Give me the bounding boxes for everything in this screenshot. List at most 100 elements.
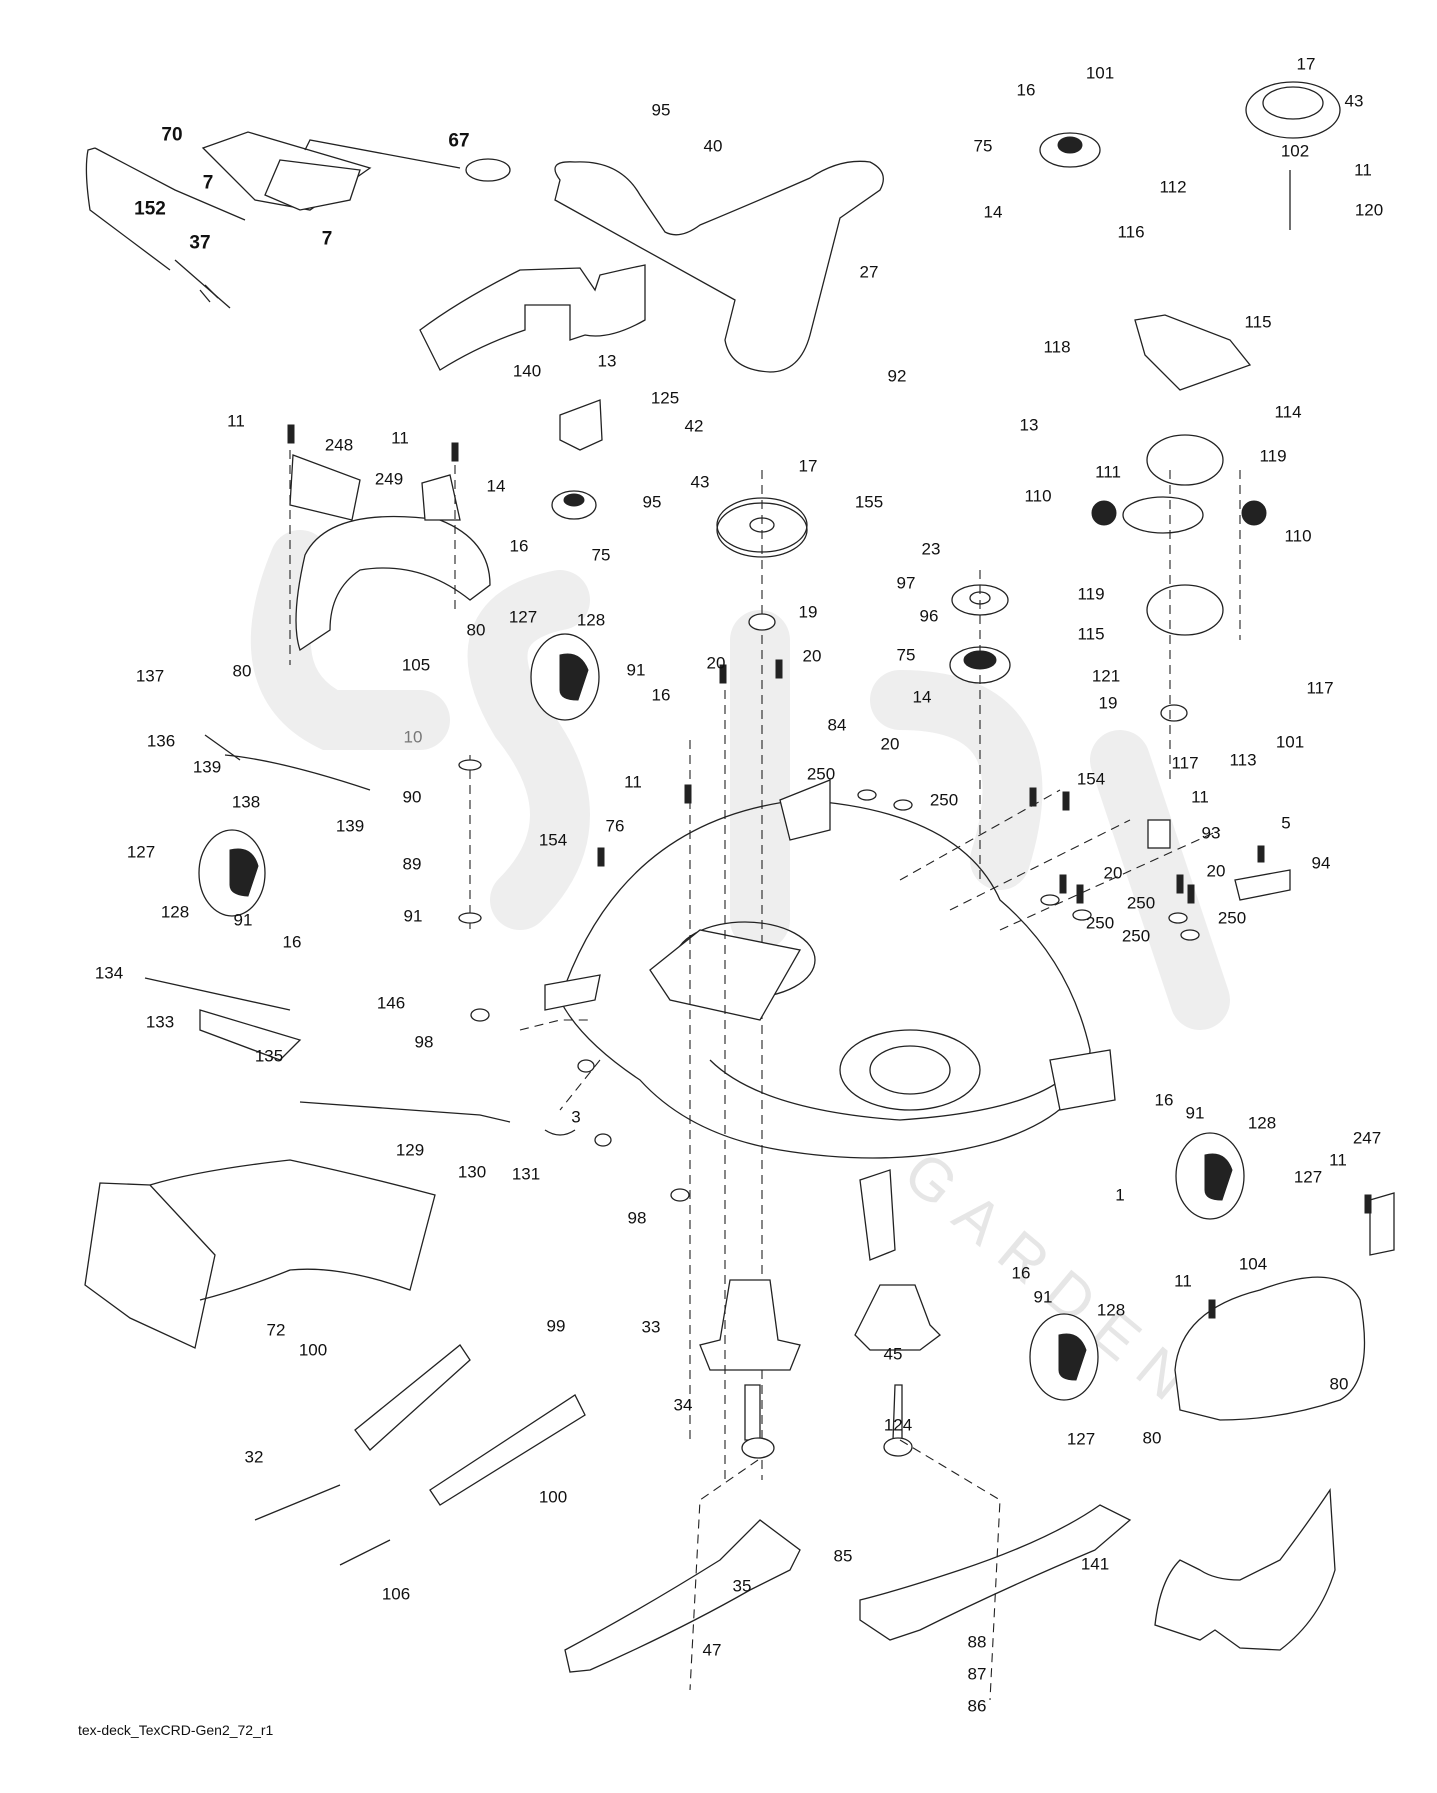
callout-119b: 119: [1077, 584, 1105, 604]
callout-11d: 11: [1191, 787, 1209, 807]
callout-96: 96: [919, 606, 939, 626]
callout-95a: 95: [651, 100, 671, 120]
plate-247: [1369, 1192, 1395, 1256]
callout-128c: 128: [1247, 1113, 1277, 1133]
lift-arm-99-b: [429, 1394, 586, 1506]
callout-16b: 16: [651, 685, 671, 705]
callout-85: 85: [833, 1546, 853, 1566]
shield-141: [1154, 1488, 1336, 1651]
callout-43b: 43: [1344, 91, 1364, 111]
callout-7b: 7: [321, 228, 333, 250]
wheel-128-a: [530, 633, 600, 721]
callout-140: 140: [512, 361, 542, 381]
callout-13b: 13: [1019, 415, 1039, 435]
plate-248: [289, 454, 361, 521]
callout-152: 152: [134, 198, 166, 220]
callout-100b: 100: [538, 1487, 568, 1507]
callout-106: 106: [381, 1584, 411, 1604]
wheel-128-d: [1029, 1313, 1099, 1401]
callout-11g: 11: [1174, 1271, 1192, 1291]
callout-114: 114: [1274, 402, 1302, 422]
callout-91c: 91: [233, 910, 253, 930]
blade-85: [859, 1504, 1132, 1641]
wheel-128-c: [1175, 1132, 1245, 1220]
callout-47: 47: [702, 1640, 722, 1660]
callout-19a: 19: [798, 602, 818, 622]
callout-42: 42: [684, 416, 704, 436]
callout-94: 94: [1311, 853, 1331, 873]
callout-155: 155: [854, 492, 884, 512]
idler-pulley-75b: [949, 570, 1011, 880]
callout-93: 93: [1201, 823, 1221, 843]
callout-250b: 250: [929, 790, 959, 810]
callout-128b: 128: [160, 902, 190, 922]
callout-80a: 80: [466, 620, 486, 640]
shield-105: [295, 515, 491, 652]
callout-35: 35: [732, 1576, 752, 1596]
callout-250c: 250: [1085, 913, 1115, 933]
callout-3: 3: [571, 1107, 581, 1127]
callout-16e: 16: [1154, 1090, 1174, 1110]
callout-86: 86: [967, 1696, 987, 1716]
callout-20b: 20: [802, 646, 822, 666]
callout-13a: 13: [597, 351, 617, 371]
callout-128d: 128: [1096, 1300, 1126, 1320]
callout-98b: 98: [627, 1208, 647, 1228]
callout-91a: 91: [626, 660, 646, 680]
callout-250f: 250: [1217, 908, 1247, 928]
callout-84: 84: [827, 715, 847, 735]
callout-139a: 139: [192, 757, 222, 777]
callout-19b: 19: [1098, 693, 1118, 713]
callout-117a: 117: [1306, 678, 1334, 698]
wheel-128-b: [198, 829, 266, 917]
callout-128a: 128: [576, 610, 606, 630]
callout-40: 40: [703, 136, 723, 156]
callout-125: 125: [650, 388, 680, 408]
callout-91d: 91: [1185, 1103, 1205, 1123]
callout-16f: 16: [1011, 1263, 1031, 1283]
callout-154b: 154: [1076, 769, 1106, 789]
callout-16a: 16: [509, 536, 529, 556]
discharge-chute-72: [84, 1159, 436, 1349]
callout-111: 111: [1095, 462, 1121, 482]
callout-115a: 115: [1244, 312, 1272, 332]
callout-101b: 101: [1275, 732, 1305, 752]
callout-250a: 250: [806, 764, 836, 784]
callout-110b: 110: [1284, 526, 1312, 546]
callout-119a: 119: [1259, 446, 1287, 466]
callout-5: 5: [1281, 813, 1291, 833]
callout-127b: 127: [126, 842, 156, 862]
callout-97: 97: [896, 573, 916, 593]
callout-23: 23: [921, 539, 941, 559]
callout-117b: 117: [1171, 753, 1199, 773]
callout-134: 134: [94, 963, 124, 983]
callout-17a: 17: [798, 456, 818, 476]
callout-27: 27: [859, 262, 879, 282]
callout-1: 1: [1115, 1185, 1125, 1205]
callout-248: 248: [324, 435, 354, 455]
callout-20e: 20: [1206, 861, 1226, 881]
callout-11c: 11: [624, 772, 642, 792]
callout-89: 89: [402, 854, 422, 874]
belt-27: [554, 160, 884, 373]
blade-35: [564, 1519, 801, 1673]
callout-250d: 250: [1126, 893, 1156, 913]
callout-110a: 110: [1024, 486, 1052, 506]
callout-16d: 16: [1016, 80, 1036, 100]
lift-linkage-assembly: [85, 131, 511, 309]
callout-101a: 101: [1085, 63, 1115, 83]
callout-45: 45: [883, 1344, 903, 1364]
callout-72: 72: [266, 1320, 286, 1340]
callout-91e: 91: [1033, 1287, 1053, 1307]
callout-11a: 11: [227, 411, 245, 431]
callout-16c: 16: [282, 932, 302, 952]
callout-100a: 100: [298, 1340, 328, 1360]
callout-76: 76: [605, 816, 625, 836]
callout-11b: 11: [391, 428, 409, 448]
callout-11f: 11: [1329, 1150, 1347, 1170]
callout-75b: 75: [896, 645, 916, 665]
callout-249: 249: [374, 469, 404, 489]
callout-87: 87: [967, 1664, 987, 1684]
callout-80c: 80: [1329, 1374, 1349, 1394]
